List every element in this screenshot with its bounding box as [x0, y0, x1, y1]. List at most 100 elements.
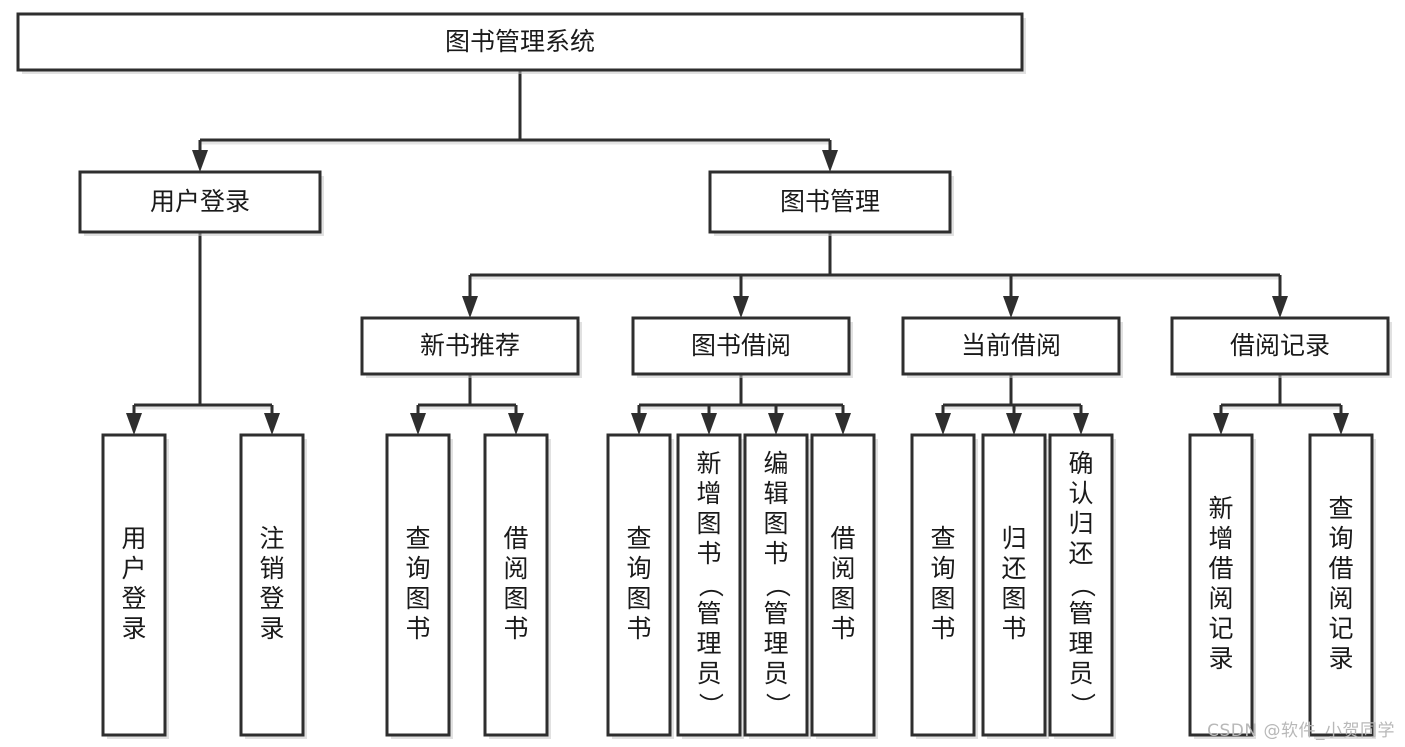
node-label-char: 新 — [1208, 494, 1233, 523]
node-book-borrow[interactable]: 图书借阅 — [631, 316, 853, 378]
node-label-char: 认 — [1068, 479, 1093, 508]
node-label-char: 理 — [763, 629, 788, 658]
node-label-char: 录 — [1328, 644, 1353, 673]
node-box[interactable] — [631, 316, 851, 376]
node-leaf-query-book-recommend[interactable]: 查询图书查询图书 — [368, 0, 468, 739]
arrow-head-icon — [1272, 296, 1288, 318]
node-label-char: 书 — [696, 539, 721, 568]
node-box[interactable] — [901, 316, 1121, 376]
node-label-char: 员 — [1068, 659, 1093, 688]
node-leaf-user-login[interactable]: 用户登录用户登录 — [84, 0, 184, 739]
node-user-login[interactable]: 用户登录 — [78, 170, 324, 236]
node-label-char: 理 — [696, 629, 721, 658]
arrow-head-icon — [822, 150, 838, 172]
node-current-borrow[interactable]: 当前借阅 — [901, 316, 1123, 378]
node-label-char: 借 — [503, 524, 528, 553]
node-label-char: 员 — [763, 659, 788, 688]
node-label-char: 图 — [830, 584, 855, 613]
node-label: 当前借阅 — [961, 331, 1061, 360]
node-leaf-query-book-current[interactable]: 查询图书查询图书 — [893, 0, 993, 739]
node-label-char: 书 — [626, 614, 651, 643]
arrow-head-icon — [631, 413, 647, 435]
node-box[interactable] — [360, 316, 580, 376]
node-box[interactable] — [606, 433, 672, 737]
node-box[interactable] — [385, 433, 451, 737]
node-label-char: 图 — [930, 584, 955, 613]
node-label-char: 书 — [503, 614, 528, 643]
node-label-char: 记 — [1328, 614, 1353, 643]
node-label-char: 询 — [405, 554, 430, 583]
node-label-char: 书 — [405, 614, 430, 643]
node-label-char: 辑 — [763, 479, 788, 508]
node-box[interactable] — [101, 433, 167, 737]
node-leaf-query-borrow-record[interactable]: 查询借阅记录查询借阅记录 — [1266, 0, 1405, 739]
arrow-head-icon — [935, 413, 951, 435]
node-box[interactable] — [1308, 433, 1374, 737]
node-label-char: 图 — [626, 584, 651, 613]
node-box[interactable] — [239, 433, 305, 737]
node-label: 图书管理 — [780, 187, 880, 216]
node-label-char: ） — [696, 692, 725, 717]
node-leaf-return-book[interactable]: 归还图书归还图书 — [964, 0, 1064, 739]
node-label-char: 图 — [1001, 584, 1026, 613]
node-leaf-borrow-book[interactable]: 借阅图书借阅图书 — [793, 0, 893, 739]
connector-group — [935, 374, 1089, 435]
node-label-char: 理 — [1068, 629, 1093, 658]
node-box[interactable] — [483, 433, 549, 737]
node-box[interactable] — [708, 170, 952, 234]
node-box[interactable] — [1048, 433, 1114, 737]
arrow-head-icon — [768, 413, 784, 435]
arrow-head-icon — [835, 413, 851, 435]
node-box[interactable] — [1170, 316, 1390, 376]
connector-group — [631, 374, 851, 435]
node-label-char: 管 — [696, 599, 721, 628]
node-root[interactable]: 图书管理系统 — [16, 12, 1026, 74]
arrow-head-icon — [126, 413, 142, 435]
node-new-book-recommend[interactable]: 新书推荐 — [360, 316, 582, 378]
node-label: 用户登录 — [150, 187, 250, 216]
node-label-char: 录 — [1208, 644, 1233, 673]
arrow-head-icon — [1006, 413, 1022, 435]
node-box[interactable] — [810, 433, 876, 737]
node-label-char: 借 — [1208, 554, 1233, 583]
arrow-head-icon — [1073, 413, 1089, 435]
node-book-management[interactable]: 图书管理 — [708, 170, 954, 236]
node-box[interactable] — [1188, 433, 1254, 737]
node-box[interactable] — [676, 433, 742, 737]
node-box[interactable] — [16, 12, 1024, 72]
node-label-char: （ — [763, 572, 792, 597]
connector-group — [126, 232, 280, 435]
node-label-char: 图 — [763, 509, 788, 538]
node-label-char: 录 — [121, 614, 146, 643]
node-label-char: 书 — [1001, 614, 1026, 643]
node-box[interactable] — [910, 433, 976, 737]
node-label-char: 阅 — [1208, 584, 1233, 613]
watermark-label: CSDN @软件_小贺同学 — [1207, 721, 1395, 741]
node-label-char: 阅 — [503, 554, 528, 583]
node-label-char: 确 — [1068, 449, 1093, 478]
node-borrow-record[interactable]: 借阅记录 — [1170, 316, 1392, 378]
node-box[interactable] — [78, 170, 322, 234]
node-leaf-add-borrow-record[interactable]: 新增借阅记录新增借阅记录 — [1146, 0, 1296, 739]
node-leaf-query-book-borrow[interactable]: 查询图书查询图书 — [589, 0, 689, 739]
node-label-char: 查 — [930, 524, 955, 553]
arrow-head-icon — [733, 296, 749, 318]
arrow-head-icon — [701, 413, 717, 435]
arrow-head-icon — [410, 413, 426, 435]
node-leaf-borrow-book-recommend[interactable]: 借阅图书借阅图书 — [466, 0, 566, 739]
node-label-char: 书 — [830, 614, 855, 643]
node-leaf-logout-login[interactable]: 注销登录注销登录 — [222, 0, 322, 739]
node-label-char: 编 — [763, 449, 788, 478]
arrow-head-icon — [462, 296, 478, 318]
arrow-head-icon — [508, 413, 524, 435]
node-label-char: 记 — [1208, 614, 1233, 643]
node-label-char: 归 — [1001, 524, 1026, 553]
node-label: 图书借阅 — [691, 331, 791, 360]
node-box[interactable] — [743, 433, 809, 737]
node-label-char: 图 — [503, 584, 528, 613]
node-box[interactable] — [981, 433, 1047, 737]
